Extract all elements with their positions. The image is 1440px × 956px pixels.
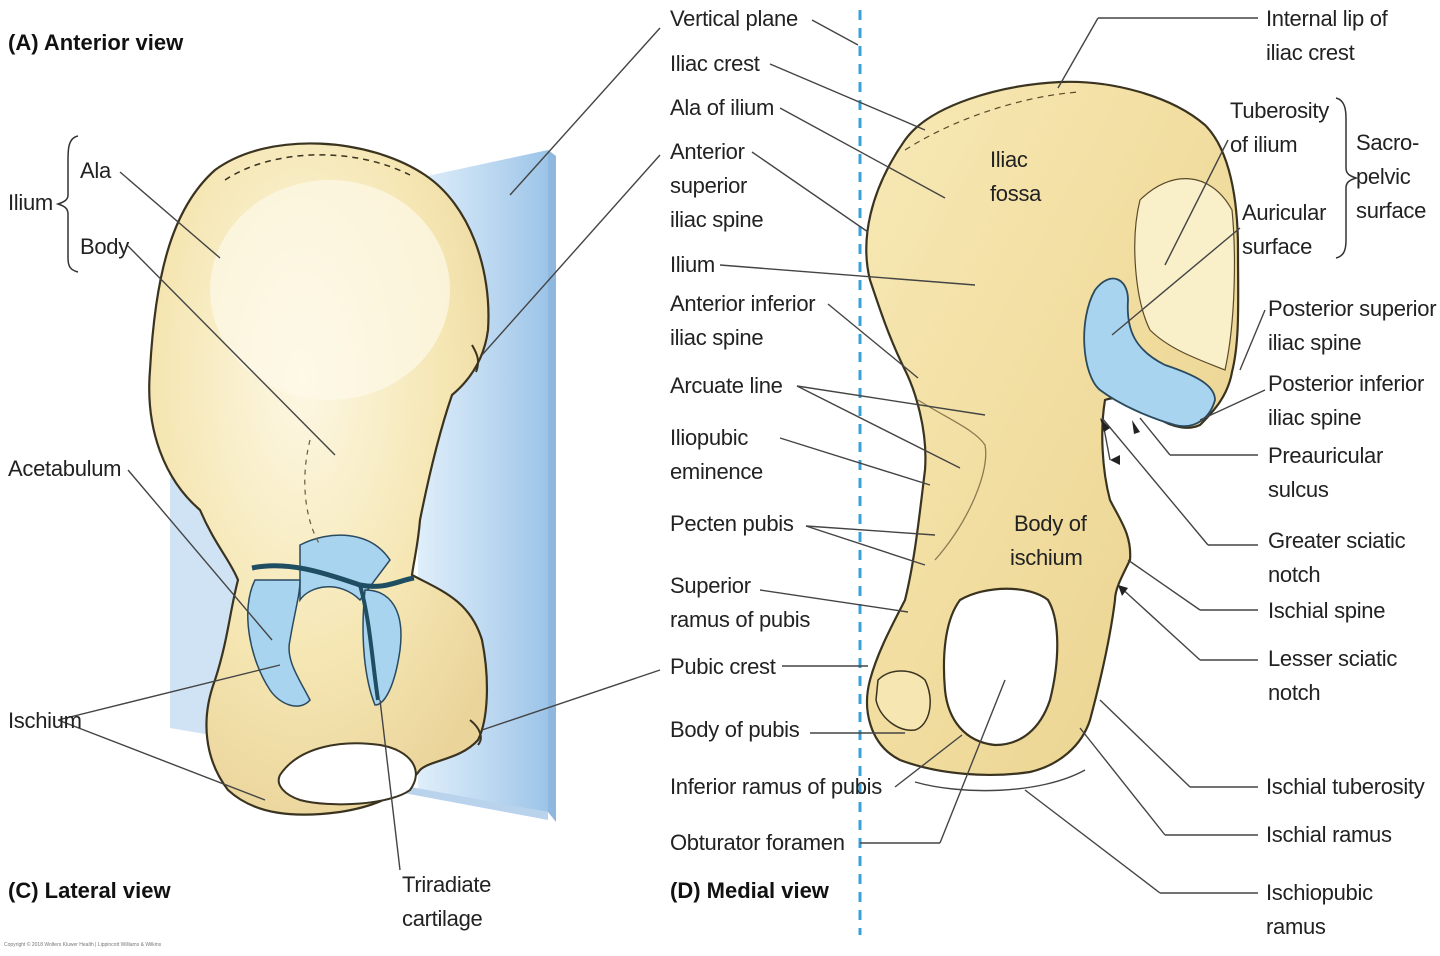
label-ala: Ala xyxy=(80,158,111,183)
label-ischial-tuberosity: Ischial tuberosity xyxy=(1266,774,1425,799)
label-ilium-medial: Ilium xyxy=(670,252,715,277)
hip-bone-medial xyxy=(865,80,1240,792)
sacropelvic-bracket xyxy=(1335,97,1359,259)
label-sup-ramus-2: ramus of pubis xyxy=(670,607,811,632)
label-auricular-2: surface xyxy=(1242,234,1313,259)
label-preauricular-1: Preauricular xyxy=(1268,443,1384,468)
label-ischium-left: Ischium xyxy=(8,708,82,733)
label-body-ischium-1: Body of xyxy=(1014,511,1087,536)
label-ischiopubic-2: ramus xyxy=(1266,914,1326,939)
label-piis-2: iliac spine xyxy=(1268,405,1362,430)
label-triradiate-2: cartilage xyxy=(402,906,483,931)
label-internal-lip-2: iliac crest xyxy=(1266,40,1355,65)
label-lesser-sciatic-1: Lesser sciatic xyxy=(1268,646,1398,671)
copyright-text: Copyright © 2018 Wolters Kluwer Health |… xyxy=(4,942,162,948)
label-psis-2: iliac spine xyxy=(1268,330,1362,355)
medial-left-leaders xyxy=(719,19,1006,844)
label-tuberosity-1: Tuberosity xyxy=(1230,98,1329,123)
left-leader-lines xyxy=(57,27,661,871)
label-asis-2: superior xyxy=(670,173,748,198)
label-ala-of-ilium: Ala of ilium xyxy=(670,95,774,120)
label-piis-1: Posterior inferior xyxy=(1268,371,1424,396)
label-iliac-fossa-2: fossa xyxy=(990,181,1042,206)
label-auricular-1: Auricular xyxy=(1242,200,1327,225)
label-iliopubic-1: Iliopubic xyxy=(670,425,749,450)
label-obturator: Obturator foramen xyxy=(670,830,845,855)
label-iliac-crest: Iliac crest xyxy=(670,51,760,76)
label-greater-sciatic-2: notch xyxy=(1268,562,1321,587)
label-body-of-pubis: Body of pubis xyxy=(670,717,800,742)
label-asis-3: iliac spine xyxy=(670,207,764,232)
ilium-bracket xyxy=(55,135,79,273)
label-inf-ramus: Inferior ramus of pubis xyxy=(670,774,882,799)
label-preauricular-2: sulcus xyxy=(1268,477,1329,502)
label-ischiopubic-1: Ischiopubic xyxy=(1266,880,1373,905)
hip-bone-lateral xyxy=(148,142,490,816)
title-lateral-view: (C) Lateral view xyxy=(8,878,171,903)
label-ischial-ramus: Ischial ramus xyxy=(1266,822,1392,847)
label-acetabulum: Acetabulum xyxy=(8,456,122,481)
label-sup-ramus-1: Superior xyxy=(670,573,751,598)
title-anterior-view: (A) Anterior view xyxy=(8,30,184,55)
label-pecten-pubis: Pecten pubis xyxy=(670,511,794,536)
label-aiis-2: iliac spine xyxy=(670,325,764,350)
label-aiis-1: Anterior inferior xyxy=(670,291,816,316)
label-ischial-spine: Ischial spine xyxy=(1268,598,1386,623)
label-internal-lip-1: Internal lip of xyxy=(1266,6,1388,31)
label-iliopubic-2: eminence xyxy=(670,459,763,484)
label-sacro-2: pelvic xyxy=(1356,164,1411,189)
label-body-ischium-2: ischium xyxy=(1010,545,1083,570)
label-pubic-crest: Pubic crest xyxy=(670,654,776,679)
label-greater-sciatic-1: Greater sciatic xyxy=(1268,528,1406,553)
label-sacro-3: surface xyxy=(1356,198,1427,223)
label-body: Body xyxy=(80,234,129,259)
label-psis-1: Posterior superior xyxy=(1268,296,1437,321)
title-medial-view: (D) Medial view xyxy=(670,878,829,903)
label-arcuate-line: Arcuate line xyxy=(670,373,783,398)
label-vertical-plane: Vertical plane xyxy=(670,6,798,31)
label-triradiate-1: Triradiate xyxy=(402,872,492,897)
medial-right-leaders xyxy=(1024,17,1266,894)
label-tuberosity-2: of ilium xyxy=(1230,132,1298,157)
label-ilium-left: Ilium xyxy=(8,190,53,215)
label-asis-1: Anterior xyxy=(670,139,745,164)
notch-arrows xyxy=(1100,418,1140,596)
label-lesser-sciatic-2: notch xyxy=(1268,680,1321,705)
label-sacro-1: Sacro- xyxy=(1356,130,1419,155)
label-iliac-fossa-1: Iliac xyxy=(990,147,1028,172)
